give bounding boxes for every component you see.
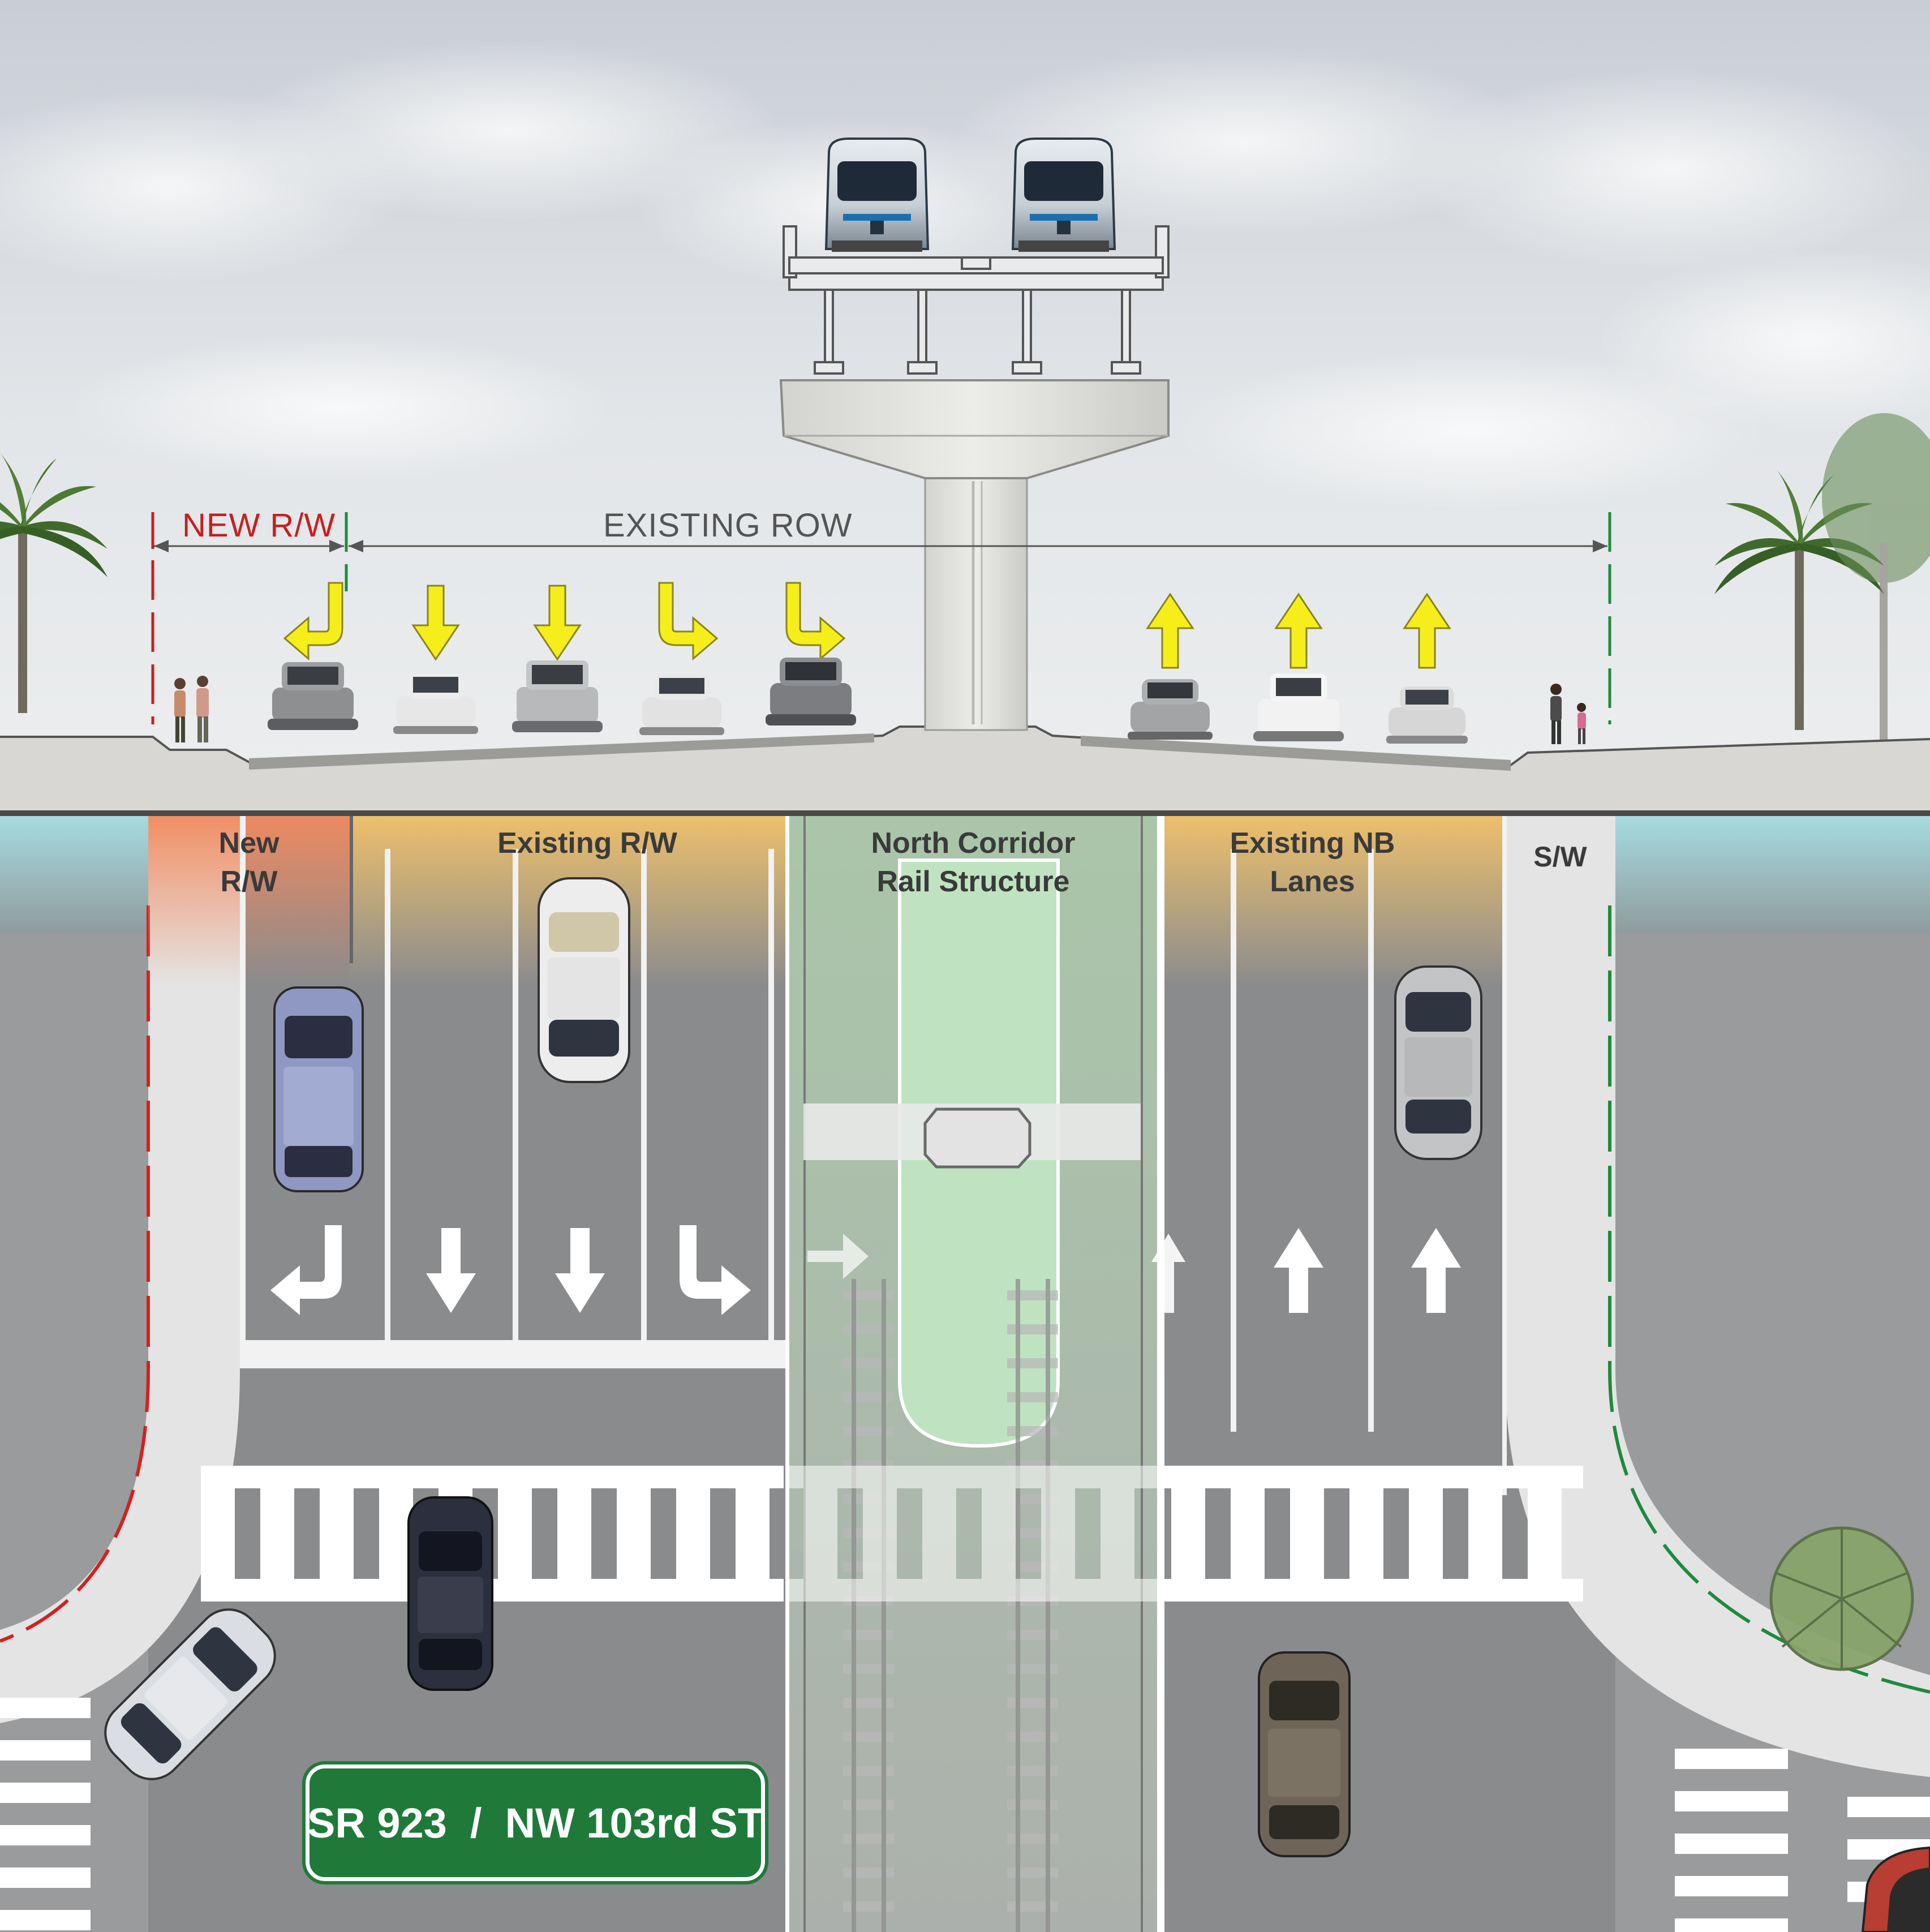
ground-section: [0, 727, 1930, 810]
metrorail-train-right: [1011, 138, 1116, 252]
clouds: [0, 40, 1930, 509]
new-rw-dimension-label: NEW R/W: [182, 507, 336, 544]
street-name-sign: SR 923 / NW 103rd ST: [302, 1761, 768, 1884]
sb-lane-lines: [240, 816, 785, 1368]
pedestrians-left: [174, 676, 209, 742]
crosswalk-west: [0, 1698, 91, 1930]
car-top-view: [538, 877, 630, 1083]
car-front-view: [766, 658, 856, 725]
zone-label-existing-rw: Existing R/W: [497, 827, 677, 860]
tree-far-right: [1822, 413, 1930, 741]
zone-label-existing-nb-lanes: Existing NB Lanes: [1230, 827, 1395, 898]
zone-label-rail-structure: North Corridor Rail Structure: [871, 827, 1076, 898]
new-rw-dimension: [151, 512, 344, 724]
right-turn-arrow-icon: [807, 1234, 869, 1279]
rail-crosswalk: [789, 1466, 1157, 1602]
car-top-view: [104, 1608, 276, 1780]
street-name-text: SR 923 / NW 103rd ST: [307, 1799, 764, 1847]
car-front-view: [268, 662, 358, 730]
car-front-view: [512, 660, 603, 732]
sidewalk-left: [0, 816, 240, 1723]
car-top-view: [1861, 1846, 1930, 1932]
car-top-view: [273, 986, 364, 1192]
up-arrow-icon: [1151, 1234, 1185, 1313]
car-front-view: [393, 673, 478, 734]
zone-label-new-rw: New R/W: [218, 827, 280, 898]
existing-row-dimension-label: EXISTING ROW: [603, 507, 853, 544]
sb-pavement-section: [249, 733, 874, 770]
car-front-view: [639, 675, 724, 735]
existing-row-dimension: [345, 512, 1611, 724]
car-top-view: [1394, 965, 1482, 1160]
pedestrians-right: [1550, 684, 1586, 744]
car-front-view: [1386, 686, 1468, 744]
car-front-view: [1128, 679, 1213, 740]
zone-existing-nb-band: [1161, 816, 1505, 986]
zone-label-sidewalk: S/W: [1533, 841, 1587, 873]
car-front-view: [1253, 673, 1344, 741]
nb-lane-lines: [1161, 816, 1507, 1932]
car-top-view: [407, 1496, 493, 1691]
metrorail-train-left: [824, 138, 930, 252]
zone-new-rw-band: [148, 816, 350, 986]
tree-top-view: [1769, 1526, 1914, 1671]
nb-pavement-section: [1081, 736, 1511, 771]
car-top-view: [1258, 1651, 1351, 1857]
guideway-girders: [783, 225, 1170, 375]
rail-pier: [779, 379, 1170, 731]
